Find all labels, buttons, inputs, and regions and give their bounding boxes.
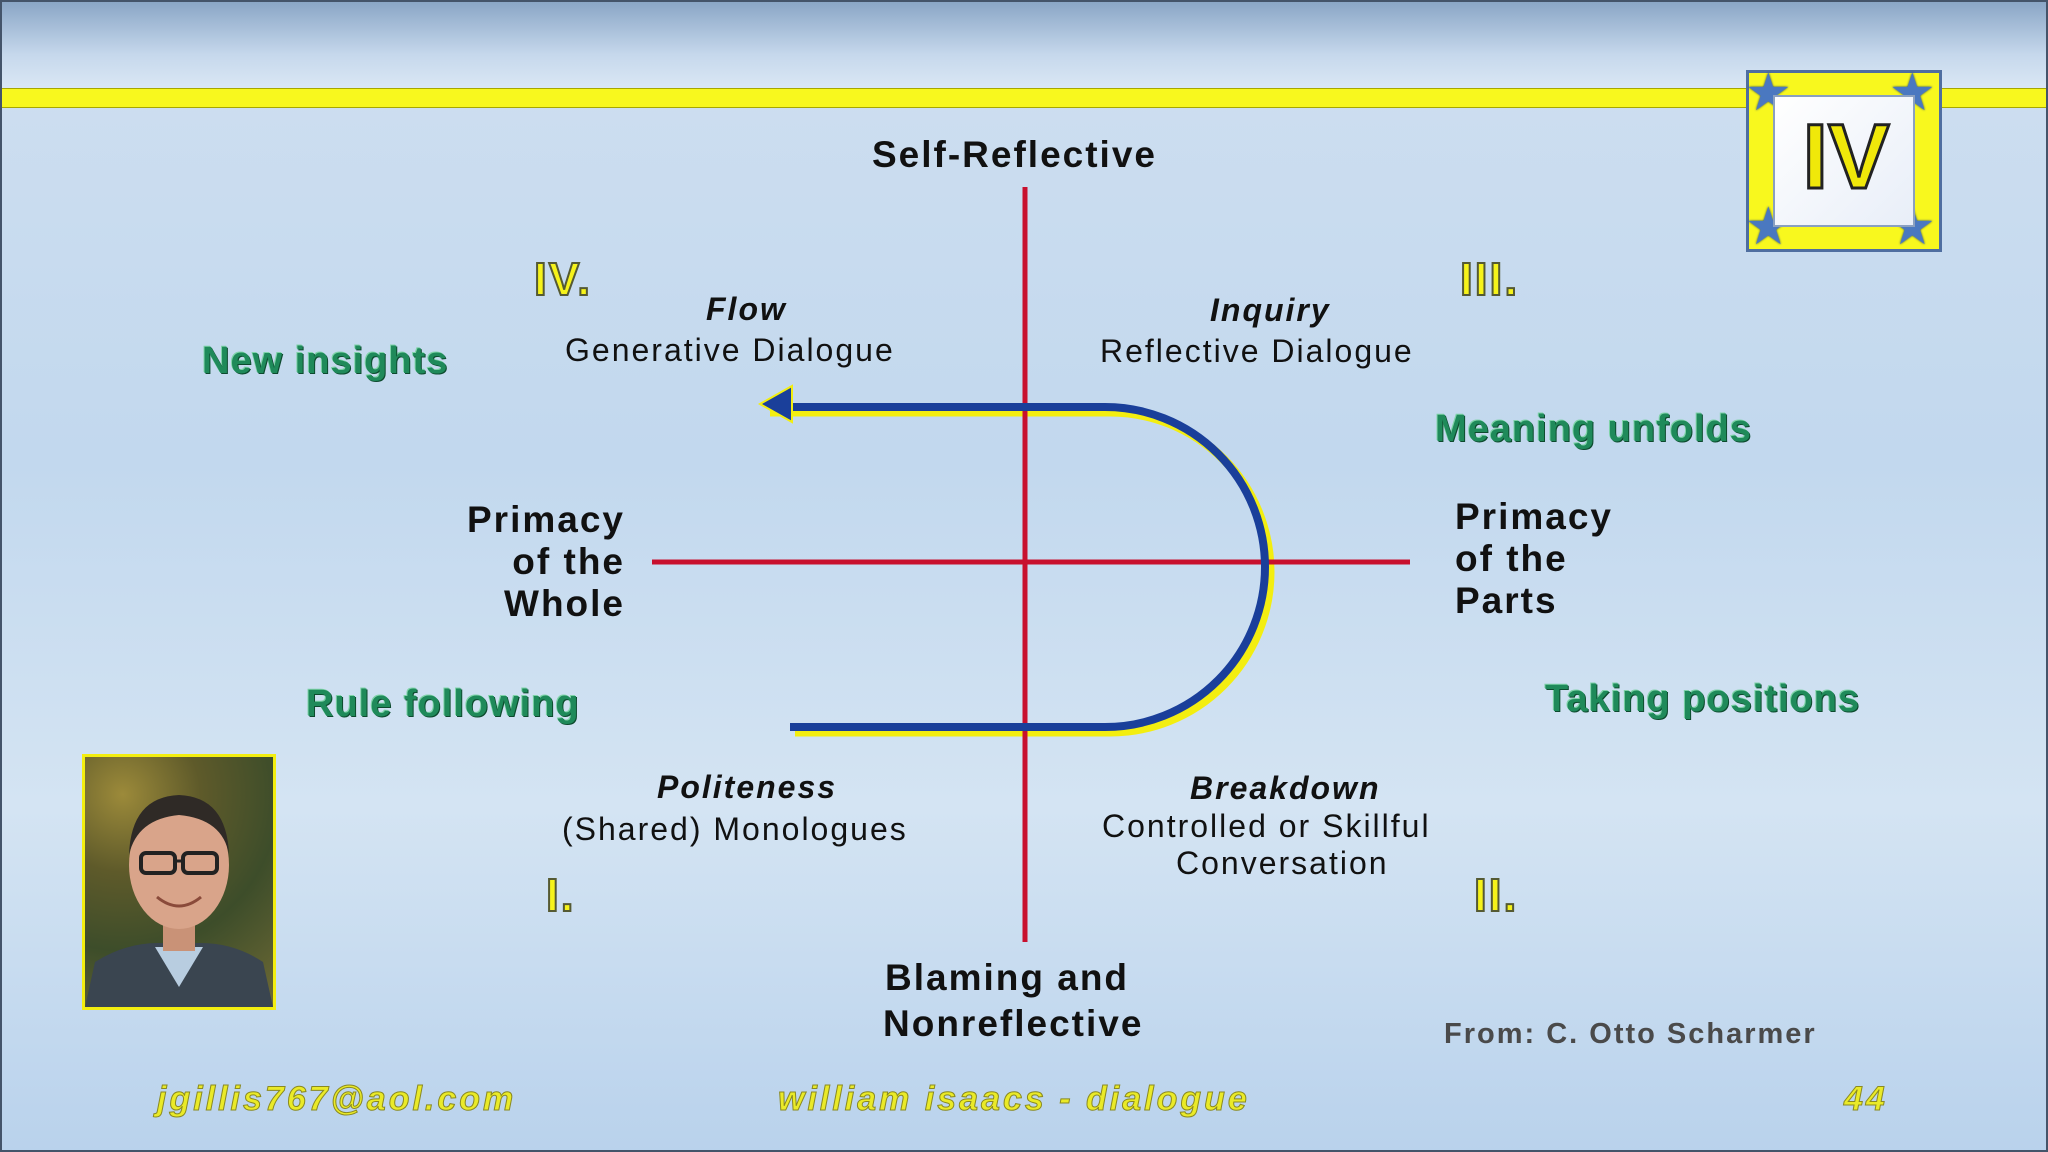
badge-numeral: IV [1801, 105, 1891, 210]
quadrant-ii-title: Breakdown [1190, 770, 1381, 806]
source-credit: From: C. Otto Scharmer [1444, 1018, 1817, 1050]
footer-email: jgillis767@aol.com [156, 1080, 517, 1119]
quadrant-iii-numeral: III. [1459, 252, 1520, 306]
quadrant-i-subtitle: (Shared) Monologues [562, 811, 908, 847]
axis-left-label-line2: of the [512, 541, 625, 582]
quadrant-iv-subtitle: Generative Dialogue [565, 332, 895, 368]
quadrant-ii-subtitle-line1: Controlled or Skillful [1102, 808, 1431, 844]
quadrant-iii-title: Inquiry [1210, 292, 1331, 328]
axis-right-label-line1: Primacy [1455, 496, 1613, 537]
footer-page-number: 44 [1844, 1080, 1888, 1119]
phrase-new-insights: New insights [202, 340, 449, 382]
quadrant-iii-subtitle: Reflective Dialogue [1100, 333, 1414, 369]
quadrant-ii-subtitle-line2: Conversation [1176, 845, 1389, 881]
axis-bottom-label-line2: Nonreflective [883, 1003, 1144, 1044]
author-photo [82, 754, 276, 1010]
header-band [2, 2, 2046, 90]
axis-left-label-line1: Primacy [467, 499, 625, 540]
axis-right-label-line3: Parts [1455, 580, 1558, 621]
quadrant-iv-numeral: IV. [533, 252, 593, 306]
axis-top-label: Self-Reflective [872, 134, 1157, 175]
footer-title: william isaacs - dialogue [778, 1080, 1250, 1119]
arrow-head [757, 384, 793, 424]
phrase-rule-following: Rule following [306, 683, 580, 725]
quadrant-i-numeral: I. [545, 868, 576, 922]
quadrant-ii-numeral: II. [1473, 868, 1519, 922]
badge-inner-panel: IV [1773, 95, 1915, 227]
dialogue-path [790, 403, 1269, 731]
axis-left-label-line3: Whole [504, 583, 625, 624]
phrase-taking-positions: Taking positions [1545, 678, 1861, 720]
axis-bottom-label-line1: Blaming and [885, 957, 1130, 998]
quadrant-i-title: Politeness [657, 769, 838, 805]
phrase-meaning-unfolds: Meaning unfolds [1435, 408, 1752, 450]
section-badge: ★ ★ ★ ★ IV [1745, 67, 1942, 253]
axis-right-label-line2: of the [1455, 538, 1568, 579]
path-highlight [770, 407, 1275, 737]
header-yellow-bar [2, 88, 2046, 108]
quadrant-iv-title: Flow [706, 291, 787, 327]
